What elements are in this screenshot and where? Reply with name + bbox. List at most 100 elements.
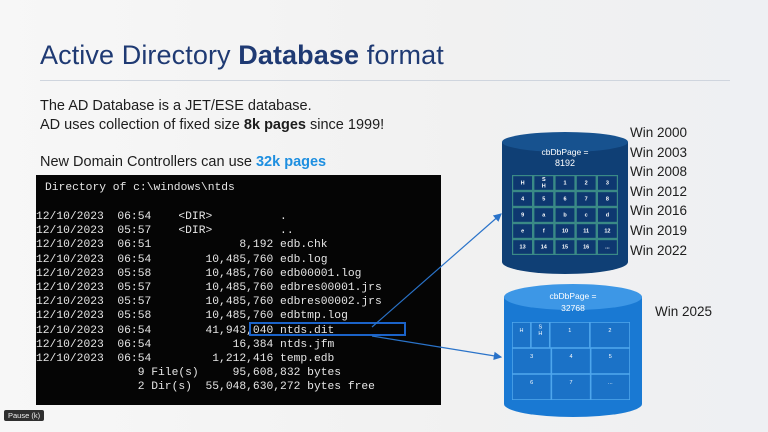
page-cell: [576, 240, 596, 254]
page-cell: [512, 348, 551, 374]
page-cell: [534, 224, 554, 238]
page-cell: [550, 322, 590, 348]
page-cell-label: 2: [585, 180, 588, 186]
terminal-window: Directory of c:\windows\ntds 12/10/2023 …: [36, 175, 441, 405]
page-cell-label: 2: [608, 328, 611, 334]
page-cell: [513, 176, 532, 190]
page-cell: [513, 224, 532, 238]
windows-version: Win 2012: [630, 183, 688, 199]
page-cell: [552, 348, 590, 374]
page-cell: [512, 374, 551, 400]
page-cell: [555, 240, 575, 254]
page-cell: [534, 176, 554, 190]
intro-line-2: AD uses collection of fixed size 8k page…: [40, 117, 384, 133]
page-cell: [555, 192, 575, 206]
page-cell: [576, 192, 596, 206]
page-cell-label: S: [538, 325, 542, 331]
title-prefix: Active Directory: [40, 40, 239, 70]
page-cell: [534, 240, 554, 254]
page-cell-label: f: [543, 228, 545, 234]
page-cell-label: a: [542, 212, 546, 218]
line3-prefix: New Domain Controllers can use: [40, 154, 256, 170]
page-cell: [576, 176, 596, 190]
page-cell-label: H: [542, 184, 546, 190]
terminal-line: 12/10/2023 06:54 1,212,416 temp.edb: [36, 352, 335, 365]
page-cell: [598, 176, 617, 190]
line2-suffix: since 1999!: [305, 117, 385, 133]
page-cell-label: 4: [569, 354, 572, 360]
windows-version-32k: Win 2025: [655, 304, 713, 319]
page-cell: [598, 240, 617, 254]
cbdbpage-value-small: 8192: [555, 158, 575, 168]
windows-version: Win 2022: [630, 242, 688, 258]
page-cell: [576, 208, 596, 222]
page-cell-label: 13: [520, 244, 526, 250]
page-cell: [513, 240, 532, 254]
page-cell: [591, 348, 630, 374]
page-cell-label: 5: [609, 354, 612, 360]
page-cell: [534, 208, 554, 222]
terminal-line: 12/10/2023 06:54 16,384 ntds.jfm: [36, 338, 335, 351]
terminal-line: 12/10/2023 06:54 10,485,760 edb.log: [36, 253, 328, 266]
terminal-summary-line: 9 File(s) 95,608,832 bytes: [36, 367, 342, 379]
cbdbpage-label-small: cbDbPage =: [541, 147, 588, 157]
page-cell-label: 16: [583, 244, 589, 250]
line2-bold: 8k pages: [243, 117, 306, 133]
page-cell-label: 3: [606, 180, 609, 186]
pause-button[interactable]: Pause (k): [4, 410, 45, 421]
arrow-to-32k: [371, 335, 503, 360]
title-suffix: format: [359, 40, 444, 70]
page-cell-label: b: [563, 212, 567, 218]
terminal-line: 12/10/2023 06:54 <DIR> .: [36, 211, 287, 223]
arrow-to-8k: [371, 213, 502, 328]
page-cell: [534, 192, 554, 206]
page-cell: [513, 192, 532, 206]
page-cell-label: 15: [562, 244, 568, 250]
terminal-line: 12/10/2023 05:57 10,485,760 edbres00002.…: [36, 296, 382, 309]
page-cell-label: 7: [585, 196, 588, 202]
line2-prefix: AD uses collection of fixed size: [40, 117, 244, 133]
page-cell-label: c: [585, 212, 588, 218]
terminal-line: 12/10/2023 05:57 <DIR> ..: [36, 225, 294, 238]
page-cell-label: S: [542, 177, 546, 183]
page-cell-label: 6: [530, 380, 533, 386]
page-cell: [555, 176, 575, 190]
page-cell-label: d: [606, 212, 609, 218]
page-cell-label: 5: [542, 196, 545, 202]
page-cell: [591, 374, 630, 400]
page-cell: [598, 224, 617, 238]
page-cell-label: 14: [541, 244, 548, 250]
terminal-line: 12/10/2023 05:58 10,485,760 edb00001.log: [36, 267, 362, 280]
page-cell: [598, 192, 617, 206]
terminal-summary: 9 File(s) 95,608,832 bytes 2 Dir(s) 55,0…: [36, 366, 375, 394]
terminal-listing: 12/10/2023 06:54 <DIR> . 12/10/2023 05:57…: [36, 210, 382, 366]
page-cell: [598, 208, 617, 222]
page-cell-label: H: [519, 328, 523, 334]
cbdbpage-label-large: cbDbPage =: [549, 291, 596, 301]
terminal-summary-line: 2 Dir(s) 55,048,630,272 bytes free: [36, 381, 375, 394]
page-cell: [512, 322, 531, 348]
intro-line-3: New Domain Controllers can use 32k pages: [40, 154, 326, 170]
ntds-dit-highlight: [249, 322, 406, 336]
page-cell-label: 10: [562, 228, 568, 234]
terminal-header: Directory of c:\windows\ntds: [45, 182, 235, 194]
page-cell-label: ...: [605, 244, 610, 250]
page-cell-label: e: [521, 228, 524, 234]
terminal-line: 12/10/2023 05:57 10,485,760 edbres00001.…: [36, 281, 382, 294]
page-cell: [590, 322, 630, 348]
page-cell: [552, 374, 590, 400]
cbdbpage-value-large: 32768: [561, 303, 585, 313]
windows-version: Win 2008: [630, 164, 688, 180]
page-cell-label: 1: [563, 180, 566, 186]
title-divider: [40, 80, 730, 81]
terminal-line: 12/10/2023 06:54 41,943,040 ntds.dit: [36, 324, 335, 337]
intro-line-1: The AD Database is a JET/ESE database.: [40, 98, 312, 114]
windows-version: Win 2019: [630, 222, 688, 238]
